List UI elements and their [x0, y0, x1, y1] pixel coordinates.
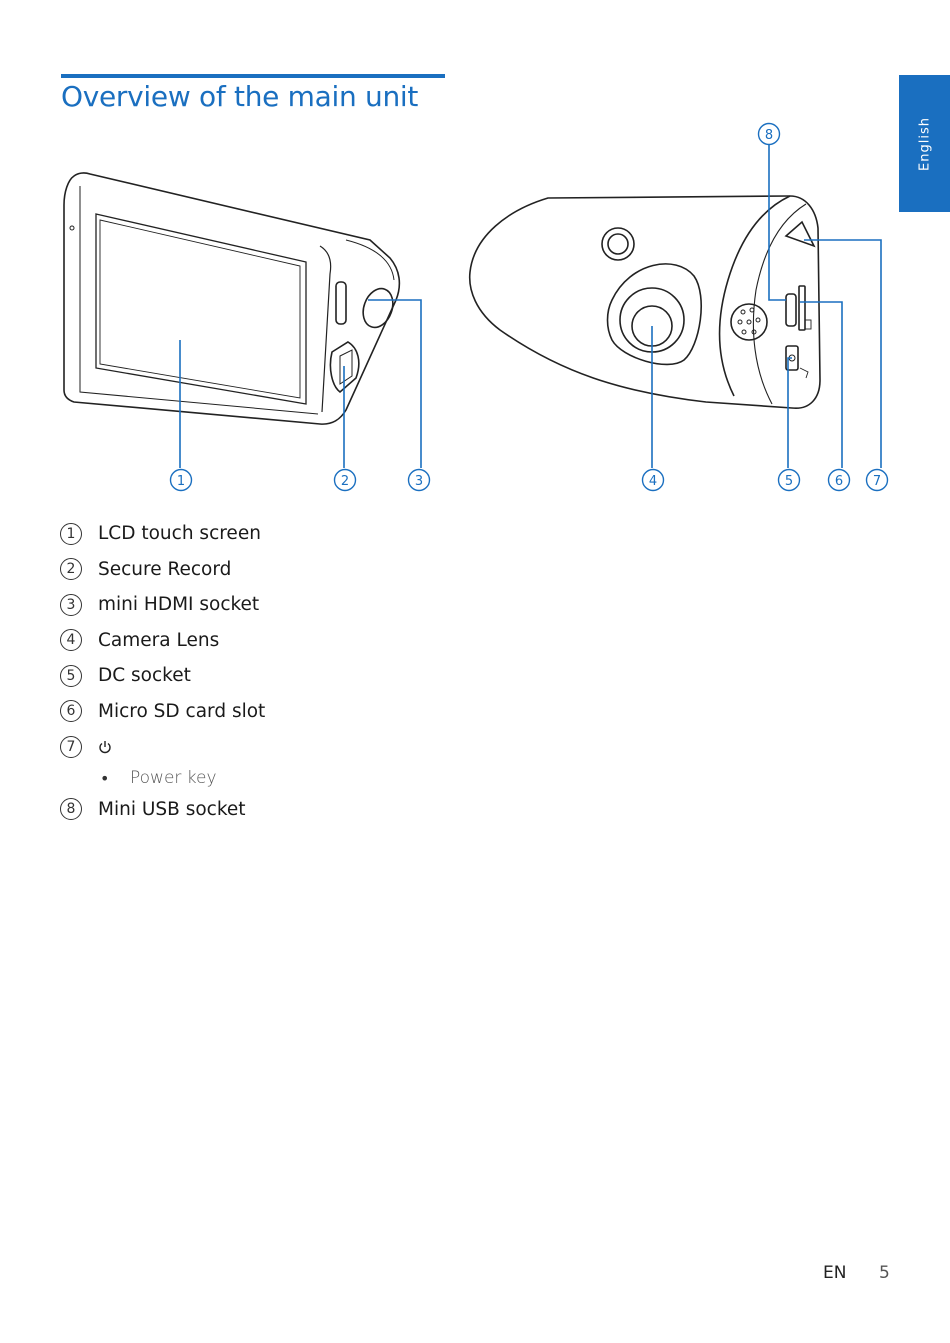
list-item: 8 Mini USB socket	[60, 792, 265, 828]
footer-language: EN	[823, 1263, 847, 1283]
item-number: 3	[60, 593, 82, 616]
list-item: 1 LCD touch screen	[60, 516, 265, 552]
callout-5	[777, 468, 801, 492]
item-label: mini HDMI socket	[98, 594, 260, 616]
callout-1-label: 1	[177, 474, 185, 489]
list-item: 5 DC socket	[60, 658, 265, 694]
page-number: 5	[879, 1263, 890, 1283]
list-item: 4 Camera Lens	[60, 623, 265, 659]
item-label: Camera Lens	[98, 629, 220, 651]
item-number: 5	[60, 664, 82, 687]
callout-6-label: 6	[835, 474, 843, 489]
callout-7-label: 7	[873, 474, 881, 489]
parts-list: 1 LCD touch screen 2 Secure Record 3 min…	[60, 516, 265, 827]
list-item: 7	[60, 729, 265, 765]
callout-7	[865, 468, 889, 492]
item-label: Secure Record	[98, 558, 232, 580]
callout-5-label: 5	[785, 474, 793, 489]
item-label: Mini USB socket	[98, 798, 246, 820]
bullet: •	[100, 768, 110, 788]
callout-4	[641, 468, 665, 492]
item-number: 6	[60, 700, 82, 723]
language-tab: English	[899, 75, 950, 212]
callout-3	[407, 468, 431, 492]
item-number: 8	[60, 798, 82, 821]
callout-6	[827, 468, 851, 492]
device-illustration: 1 2 3 4 5 6 7 8	[63, 122, 889, 492]
item-label: DC socket	[98, 665, 191, 687]
callout-2	[333, 468, 357, 492]
camera-rear-view	[468, 195, 821, 409]
callout-numbers	[169, 122, 889, 492]
item-number: 4	[60, 629, 82, 652]
item-number: 2	[60, 558, 82, 581]
callout-8-label: 8	[765, 128, 773, 143]
sub-item-label: Power key	[130, 768, 217, 788]
list-item: 6 Micro SD card slot	[60, 694, 265, 730]
list-item: 2 Secure Record	[60, 552, 265, 588]
list-item: 3 mini HDMI socket	[60, 587, 265, 623]
callout-2-label: 2	[341, 474, 349, 489]
callout-1	[169, 468, 193, 492]
camera-front-view	[63, 172, 401, 425]
callout-leaders	[179, 145, 882, 468]
power-icon	[99, 740, 111, 753]
item-number: 7	[60, 735, 82, 758]
sub-list-item: • Power key	[60, 765, 265, 792]
title-rule	[61, 74, 445, 78]
item-label: Micro SD card slot	[98, 700, 266, 722]
callout-8	[757, 122, 781, 146]
callout-4-label: 4	[649, 474, 657, 489]
page-title: Overview of the main unit	[61, 80, 419, 113]
item-number: 1	[60, 522, 82, 545]
item-label: LCD touch screen	[98, 523, 261, 545]
callout-3-label: 3	[415, 474, 423, 489]
